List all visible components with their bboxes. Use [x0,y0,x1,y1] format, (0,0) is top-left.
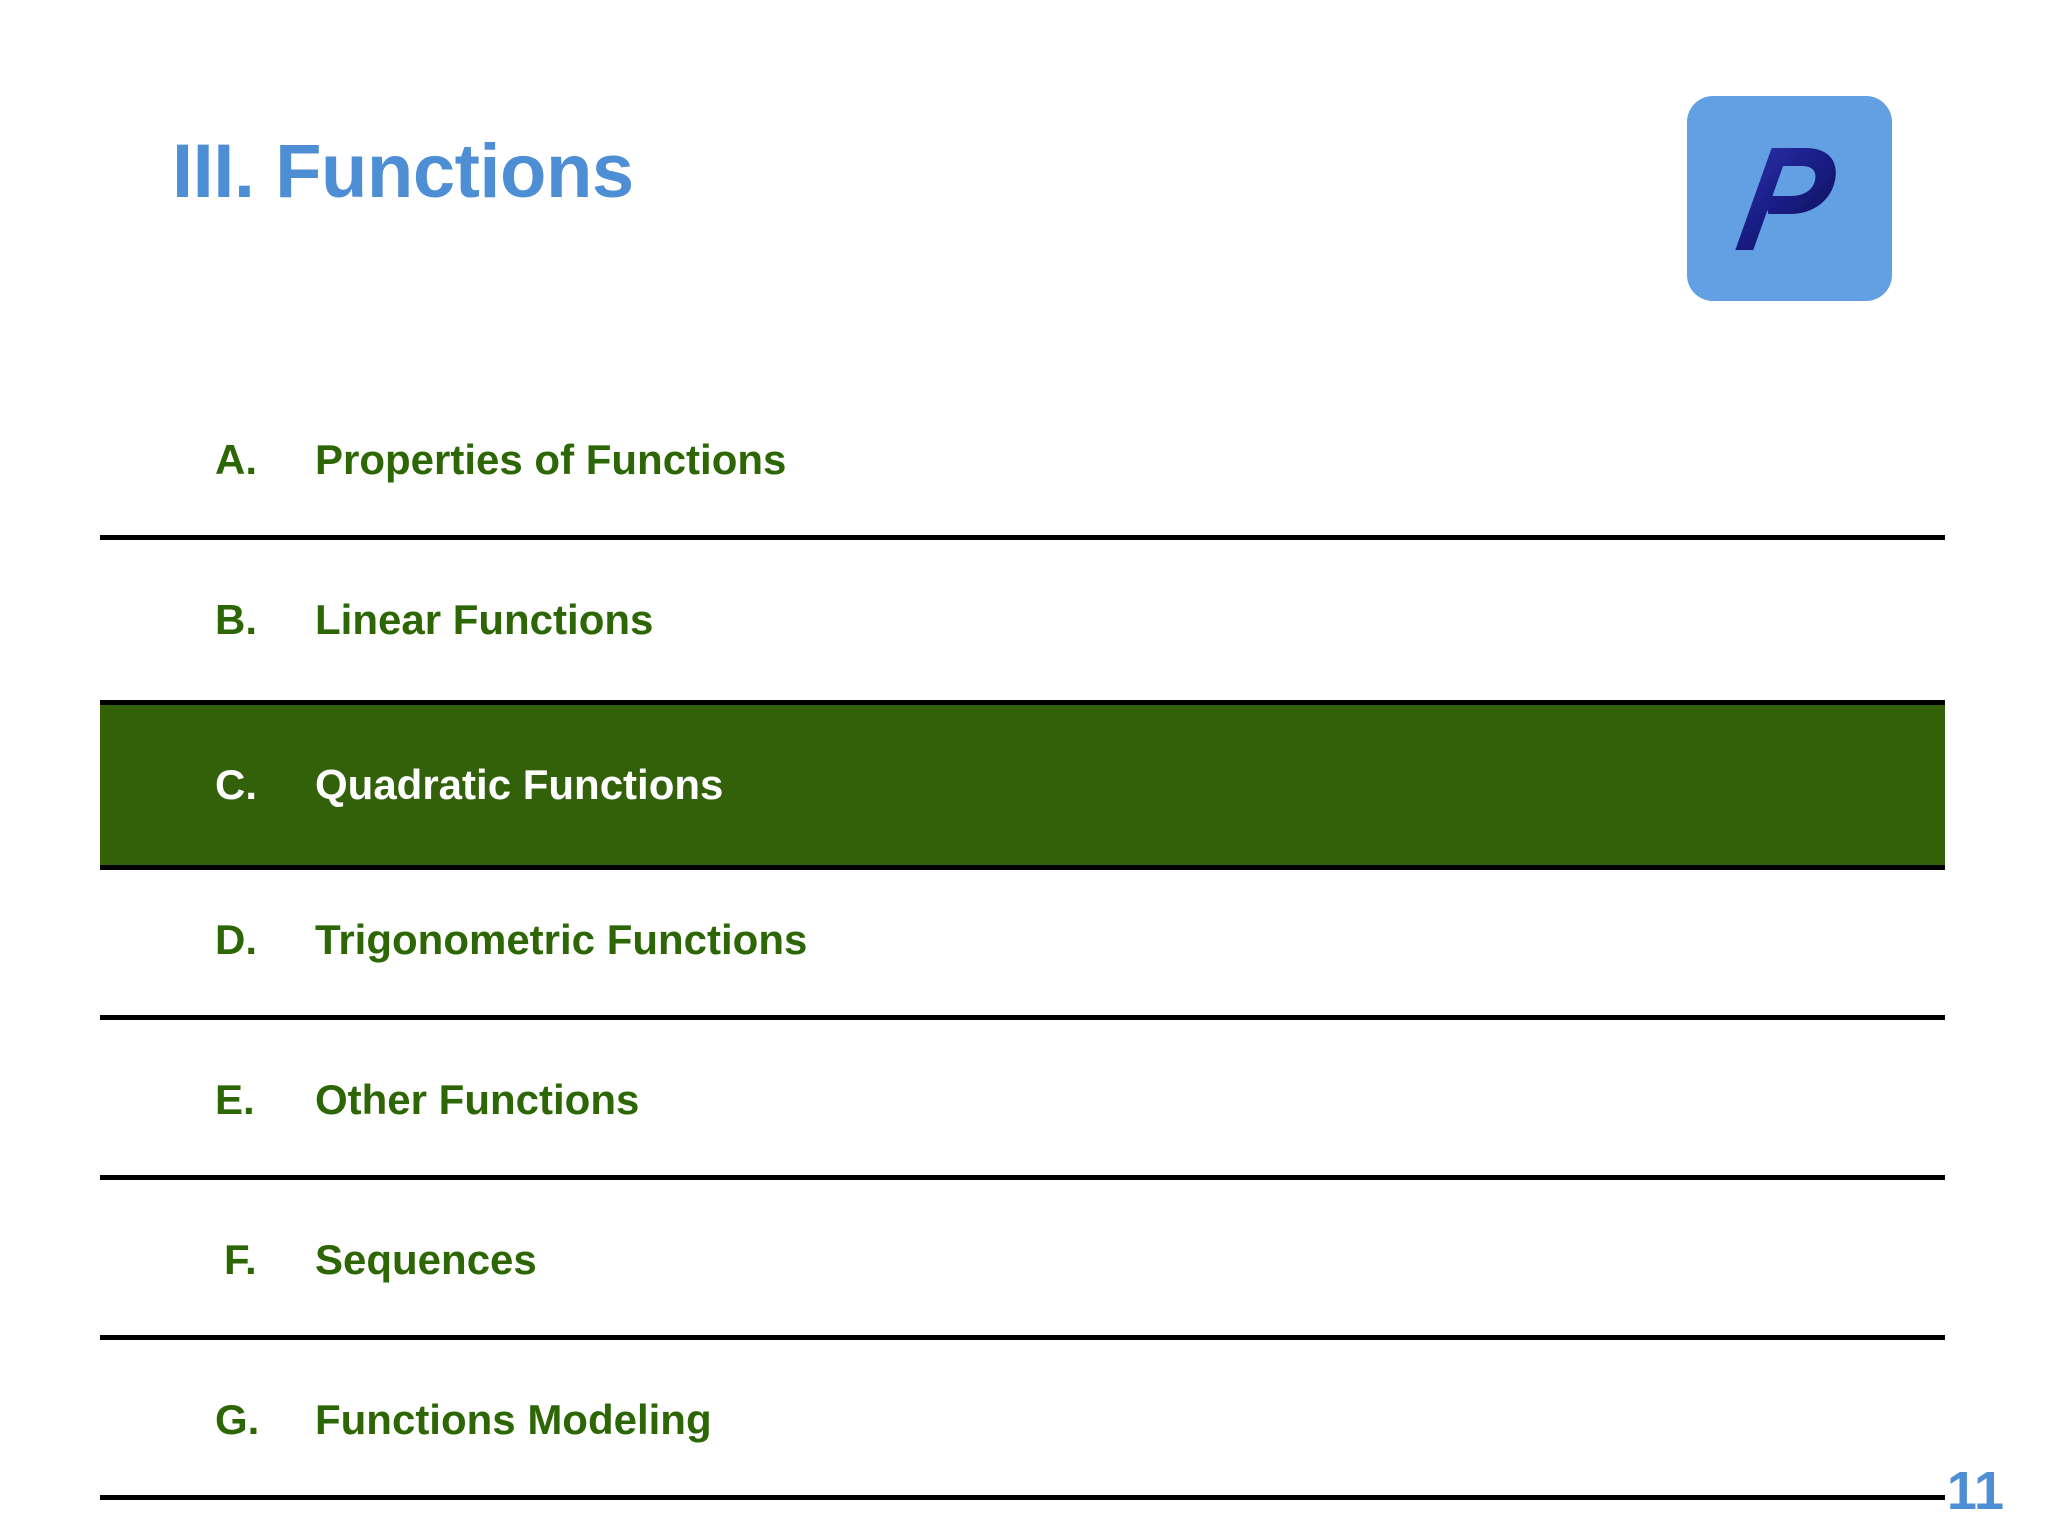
p-letter-logo-icon [1687,96,1892,301]
page-title: III. Functions [172,129,634,214]
outline-divider [100,1015,1945,1020]
outline-item-letter: F. [224,1236,257,1283]
outline-item-letter: B. [215,596,257,643]
outline-item-label: Quadratic Functions [315,761,724,808]
brand-logo [1687,96,1892,301]
outline-item-e[interactable]: E. Other Functions [100,1020,1945,1180]
outline-item-label: Other Functions [315,1076,640,1123]
outline-item-label: Sequences [315,1236,537,1283]
outline-item-label: Trigonometric Functions [315,916,808,963]
outline-item-a[interactable]: A. Properties of Functions [100,380,1945,540]
outline-item-d[interactable]: D. Trigonometric Functions [100,860,1945,1020]
page-number: 11 [1946,1461,2004,1521]
outline-item-b[interactable]: B. Linear Functions [100,540,1945,700]
outline-divider [100,1495,1945,1500]
outline-item-label: Properties of Functions [315,436,787,483]
outline-item-label: Linear Functions [315,596,654,643]
outline-item-g[interactable]: G. Functions Modeling [100,1340,1945,1500]
outline-item-letter: E. [215,1076,255,1123]
outline-divider [100,1335,1945,1340]
outline-item-f[interactable]: F. Sequences [100,1180,1945,1340]
outline-item-c[interactable]: C. Quadratic Functions [100,700,1945,870]
outline-divider [100,1175,1945,1180]
outline-item-letter: A. [215,436,257,483]
outline-item-letter: D. [215,916,257,963]
outline-divider [100,535,1945,540]
outline-list: A. Properties of Functions B. Linear Fun… [100,380,1945,1500]
outline-item-label: Functions Modeling [315,1396,712,1443]
outline-item-letter: G. [215,1396,260,1443]
outline-item-letter: C. [215,761,257,808]
